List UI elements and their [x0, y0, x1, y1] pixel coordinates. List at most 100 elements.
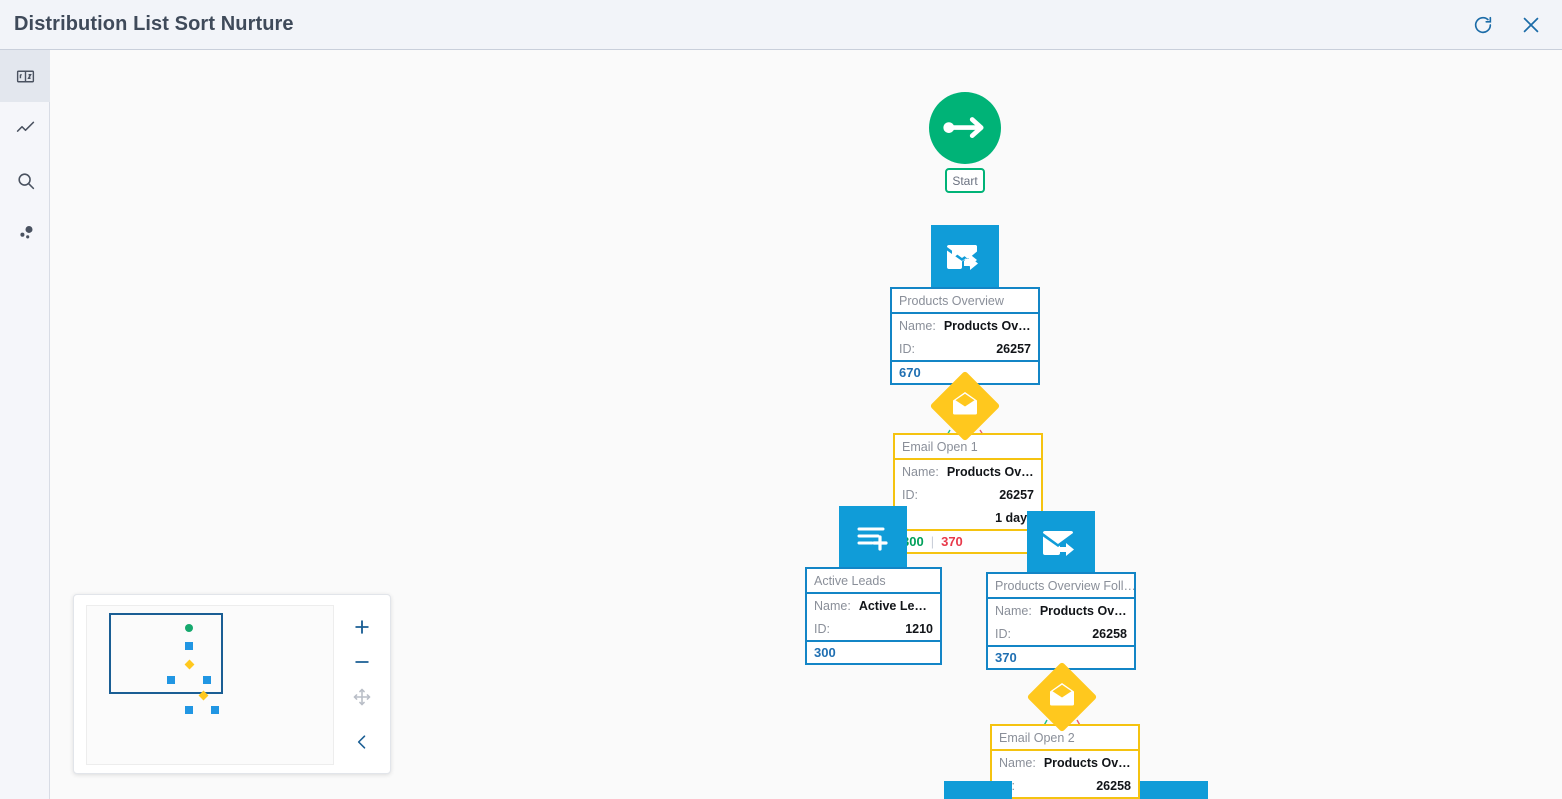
card-footer: 300 | 370: [895, 529, 1041, 552]
start-circle[interactable]: [929, 92, 1001, 164]
row-value: 26258: [1092, 626, 1127, 641]
pan-button[interactable]: [344, 679, 380, 714]
footer-count: 370: [995, 650, 1017, 665]
send-email-icon-tile[interactable]: [931, 225, 999, 287]
sidebar-item-search[interactable]: [0, 154, 50, 206]
row-key: Name:: [999, 755, 1036, 770]
card-row: ID: 26257: [892, 337, 1038, 360]
search-icon: [17, 172, 34, 189]
card-title: Email Open 1: [895, 435, 1041, 460]
row-value: Products Ove…: [1043, 755, 1131, 770]
send-email-icon-tile[interactable]: [1140, 781, 1208, 799]
minimap-canvas[interactable]: [86, 605, 335, 765]
zoom-in-button[interactable]: [344, 609, 380, 644]
card-title: Products Overview Foll…: [988, 574, 1134, 599]
line-chart-icon: [16, 121, 34, 132]
card-title: Products Overview: [892, 289, 1038, 314]
footer-separator: |: [930, 534, 935, 549]
card-footer: 670: [892, 360, 1038, 383]
card-email-open-1[interactable]: Email Open 1 Name: Products Ove… ID: 262…: [893, 433, 1043, 554]
card-email-open-2[interactable]: Email Open 2 Name: Products Ove… ID: 262…: [990, 724, 1140, 799]
send-email-icon-tile[interactable]: [1027, 511, 1095, 573]
decision-diamond[interactable]: [929, 370, 1001, 442]
list-add-icon-tile[interactable]: [944, 781, 1012, 799]
row-key: ID:: [995, 626, 1011, 641]
list-add-icon: [857, 527, 888, 551]
node-bottom-left-tile[interactable]: [944, 781, 1012, 799]
row-value: Products Ove…: [946, 464, 1034, 479]
minimap-node-dot: [185, 706, 193, 714]
send-email-icon: [947, 245, 978, 270]
node-products-overview[interactable]: Products Overview Name: Products Ove… ID…: [890, 225, 1040, 385]
open-email-icon: [953, 392, 977, 415]
card-active-leads[interactable]: Active Leads Name: Active Leads ID: 1210…: [805, 567, 942, 665]
card-title: Active Leads: [807, 569, 940, 594]
card-row: Name: Products Ove…: [895, 460, 1041, 483]
minimap-panel[interactable]: [73, 594, 391, 774]
card-products-overview-follow[interactable]: Products Overview Foll… Name: Products O…: [986, 572, 1136, 670]
card-row: Name: Products Ove…: [988, 599, 1134, 622]
minimap-node-dot: [203, 676, 211, 684]
start-node[interactable]: Start: [929, 92, 1001, 193]
open-email-icon: [1050, 683, 1074, 706]
sidebar-item-overview[interactable]: [0, 50, 50, 102]
chevron-left-icon: [358, 734, 366, 749]
minimap-node-dot: [211, 706, 219, 714]
start-arrow-icon: [943, 117, 984, 139]
row-value: Products Ove…: [943, 318, 1031, 333]
dashboard-icon: [16, 70, 34, 82]
card-row: Name: Active Leads: [807, 594, 940, 617]
card-row: Name: Products Ove…: [892, 314, 1038, 337]
card-row: ID: 1210: [807, 617, 940, 640]
row-key: ID:: [899, 341, 915, 356]
footer-count: 670: [899, 365, 921, 380]
bubble-chart-icon: [19, 225, 32, 238]
row-value: 26257: [996, 341, 1031, 356]
node-products-overview-follow[interactable]: Products Overview Foll… Name: Products O…: [986, 511, 1136, 670]
minus-icon: [355, 660, 369, 663]
row-value: Products Ove…: [1039, 603, 1127, 618]
card-row: ID: 26258: [988, 622, 1134, 645]
node-email-open-2[interactable]: Email Open 2 Name: Products Ove… ID: 262…: [990, 661, 1140, 799]
decision-diamond[interactable]: [1026, 661, 1098, 733]
start-label: Start: [945, 168, 985, 193]
sidebar-item-bubble-chart[interactable]: [0, 206, 50, 258]
row-key: Name:: [899, 318, 936, 333]
page-title: Distribution List Sort Nurture: [14, 13, 294, 35]
row-value: 26258: [1096, 778, 1131, 793]
zoom-out-button[interactable]: [344, 644, 380, 679]
collapse-minimap-button[interactable]: [344, 724, 380, 759]
card-products-overview[interactable]: Products Overview Name: Products Ove… ID…: [890, 287, 1040, 385]
row-key: Name:: [902, 464, 939, 479]
flow-canvas[interactable]: Start Products Overview Name: Products O…: [50, 50, 1562, 799]
row-key: ID:: [902, 487, 918, 502]
row-value: 26257: [999, 487, 1034, 502]
plus-icon: [355, 619, 369, 634]
minimap-node-dot: [185, 642, 193, 650]
minimap-node-dot: [185, 624, 193, 632]
footer-count: 300: [814, 645, 836, 660]
footer-fail-count: 370: [941, 534, 963, 549]
minimap-node-dot: [167, 676, 175, 684]
app-header: Distribution List Sort Nurture: [0, 0, 1562, 50]
list-add-icon-tile[interactable]: [839, 506, 907, 568]
card-row: Name: Products Ove…: [992, 751, 1138, 774]
node-bottom-right-tile[interactable]: [1140, 781, 1208, 799]
node-email-open-1[interactable]: Email Open 1 Name: Products Ove… ID: 262…: [893, 370, 1043, 554]
refresh-icon[interactable]: [1472, 14, 1494, 36]
card-title: Email Open 2: [992, 726, 1138, 751]
header-actions: [1472, 14, 1542, 36]
close-icon[interactable]: [1520, 14, 1542, 36]
sidebar: [0, 50, 50, 799]
send-email-icon: [1043, 531, 1074, 556]
card-row: ID: 26258: [992, 774, 1138, 797]
sidebar-item-analytics[interactable]: [0, 102, 50, 154]
node-active-leads[interactable]: Active Leads Name: Active Leads ID: 1210…: [805, 506, 942, 665]
flow-diagram: Start Products Overview Name: Products O…: [50, 50, 1562, 799]
card-footer: 370: [988, 645, 1134, 668]
row-key: Name:: [995, 603, 1032, 618]
row-key: ID:: [814, 621, 830, 636]
minimap-tools: [334, 595, 390, 773]
minimap-viewport-rect[interactable]: [109, 613, 223, 694]
row-key: Name:: [814, 598, 851, 613]
